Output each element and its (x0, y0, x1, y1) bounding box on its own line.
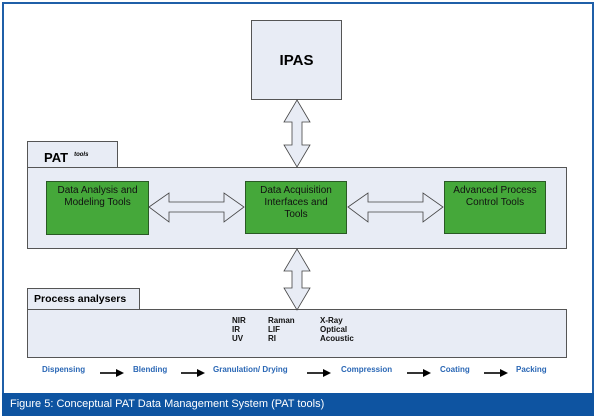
pat-tools-tab: PAT tools (27, 141, 118, 168)
process-analysers-panel (27, 309, 567, 358)
flow-step-coating: Coating (440, 365, 470, 374)
analyser-acoustic: Acoustic (320, 334, 354, 343)
pat-analysers-double-arrow (283, 248, 311, 311)
analyser-optical: Optical (320, 325, 348, 334)
flow-step-packing: Packing (516, 365, 547, 374)
advanced-process-control-label: Advanced Process Control Tools (453, 185, 537, 208)
pat-tools-tab-label: PAT (44, 150, 69, 165)
flow-arrows (100, 369, 508, 377)
analyser-column-2: Raman LIF RI (268, 316, 295, 343)
ipas-label: IPAS (279, 51, 314, 69)
process-analysers-tab: Process analysers (27, 288, 140, 310)
analyser-raman: Raman (268, 316, 295, 325)
flow-step-compression: Compression (341, 365, 393, 374)
acquisition-control-double-arrow (347, 192, 444, 223)
analyser-column-3: X-Ray Optical Acoustic (320, 316, 354, 343)
data-analysis-box: Data Analysis and Modeling Tools (46, 181, 149, 235)
analyser-lif: LIF (268, 325, 280, 334)
flow-step-blending: Blending (133, 365, 168, 374)
data-analysis-label: Data Analysis and Modeling Tools (57, 185, 138, 208)
ipas-pat-double-arrow (283, 99, 311, 168)
analyser-column-1: NIR IR UV (232, 316, 246, 343)
figure-caption: Figure 5: Conceptual PAT Data Management… (2, 393, 594, 416)
data-acquisition-label: Data Acquisition Interfaces and Tools (260, 185, 332, 220)
analyser-nir: NIR (232, 316, 246, 325)
analyser-uv: UV (232, 334, 244, 343)
analyser-xray: X-Ray (320, 316, 343, 325)
pat-tools-tab-superscript: tools (74, 152, 89, 158)
analysis-acquisition-double-arrow (148, 192, 245, 223)
flow-step-granulation-drying: Granulation/ Drying (213, 365, 288, 374)
ipas-box: IPAS (251, 20, 342, 100)
advanced-process-control-box: Advanced Process Control Tools (444, 181, 546, 234)
process-analysers-tab-label: Process analysers (34, 293, 127, 305)
flow-step-dispensing: Dispensing (42, 365, 86, 374)
analyser-ir: IR (232, 325, 240, 334)
data-acquisition-box: Data Acquisition Interfaces and Tools (245, 181, 347, 234)
analyser-ri: RI (268, 334, 276, 343)
